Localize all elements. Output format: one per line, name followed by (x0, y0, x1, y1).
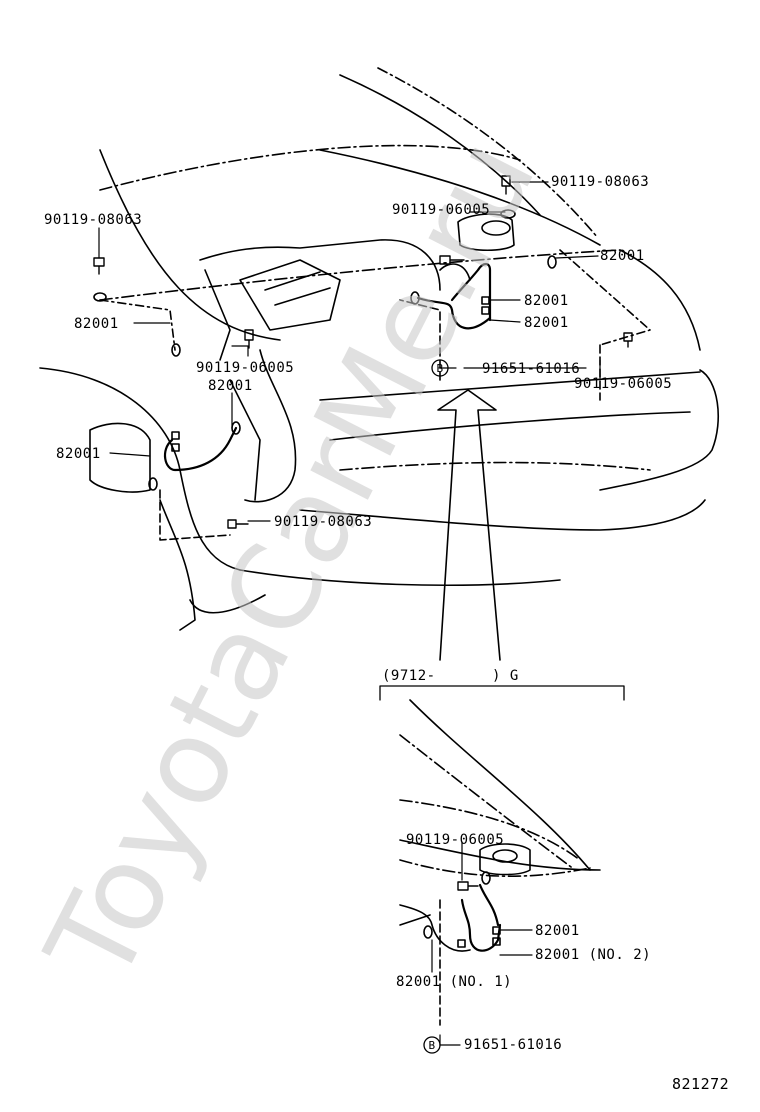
inset-label-90119-06005: 90119-06005 (406, 832, 505, 848)
wire-harness-inset (460, 883, 502, 952)
connector-group (93, 209, 557, 491)
diagram-number: 821272 (672, 1075, 730, 1093)
circle-b-inset-shape (423, 1036, 441, 1054)
part-label-82001-far-left: 82001 (56, 446, 101, 462)
inset-label-82001-no2: 82001 (NO. 2) (535, 947, 652, 963)
callout-arrows (437, 389, 501, 661)
inset-label-82001: 82001 (535, 923, 580, 939)
part-label-90119-08063-top: 90119-08063 (551, 174, 650, 190)
part-label-82001-right-mid1: 82001 (524, 293, 569, 309)
part-label-90119-08063-left: 90119-08063 (44, 212, 143, 228)
inset-header-prefix: (9712- (382, 668, 436, 684)
inset-bracket (379, 685, 625, 701)
part-label-82001-center: 82001 (208, 378, 253, 394)
part-label-82001-right-mid2: 82001 (524, 315, 569, 331)
part-label-82001-right-top: 82001 (600, 248, 645, 264)
circle-b-main-shape (431, 359, 449, 377)
circle-b-inset: B (428, 1039, 436, 1052)
bolt-icons (93, 175, 633, 891)
part-label-91651-61016: 91651-61016 (482, 361, 581, 377)
leader-lines-inset (431, 841, 533, 1046)
inset-header-suffix: ) G (492, 668, 519, 684)
part-label-90119-08063-bottom: 90119-08063 (274, 514, 373, 530)
part-label-90119-06005-top: 90119-06005 (392, 202, 491, 218)
part-label-82001-left: 82001 (74, 316, 119, 332)
car-body-outline (39, 67, 719, 631)
inset-label-91651-61016: 91651-61016 (464, 1037, 563, 1053)
part-label-90119-06005-center: 90119-06005 (196, 360, 295, 376)
inset-body-outline (399, 699, 601, 1026)
inset-label-82001-no1: 82001 (NO. 1) (396, 974, 513, 990)
wire-harness-main (163, 262, 492, 472)
part-label-90119-06005-right: 90119-06005 (574, 376, 673, 392)
circle-b-main: B (436, 362, 444, 375)
inset-connectors (423, 871, 501, 948)
